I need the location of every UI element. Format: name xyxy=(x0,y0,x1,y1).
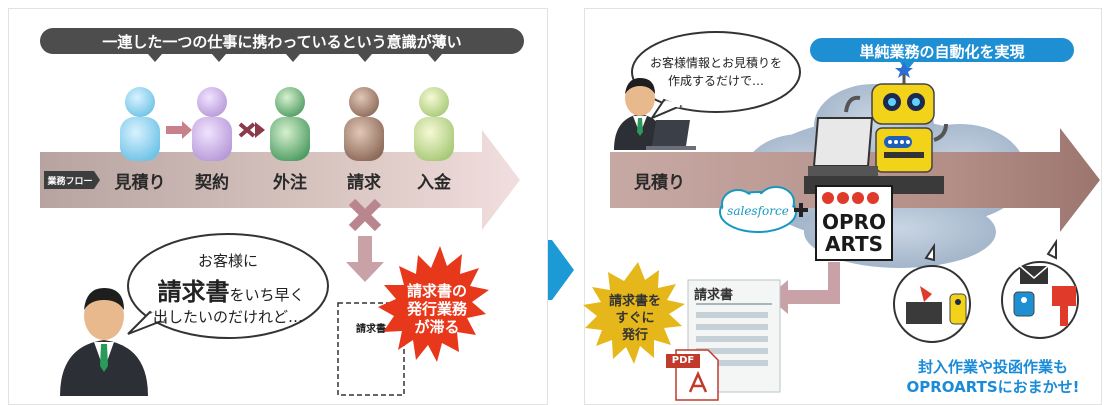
person-icon xyxy=(60,288,148,396)
awareness-banner xyxy=(40,28,524,62)
robot-icon xyxy=(844,62,948,173)
pdf-label: PDF xyxy=(671,355,695,366)
blocked-handoff-icon xyxy=(238,122,265,138)
down-arrow-icon xyxy=(346,236,384,282)
flow-label-tag xyxy=(44,171,100,189)
caption-line1: 封入作業や投函作業も xyxy=(917,358,1068,376)
speech-line2-rest: をいち早く xyxy=(229,286,305,304)
awareness-banner-text: 一連した一つの仕事に携わっているという意識が薄い xyxy=(102,33,462,51)
red-alert-burst xyxy=(378,246,489,362)
left-speech-line3: 出したいのだけれど… xyxy=(152,308,303,326)
left-speech-line2: 請求書をいち早く xyxy=(146,272,316,307)
right-speech-line1: お客様情報とお見積りを xyxy=(649,56,782,70)
handoff-arrow-icon xyxy=(166,121,192,139)
divider-chevron xyxy=(548,240,574,300)
right-speech-bubble xyxy=(631,31,801,121)
mailbox-icon xyxy=(1001,238,1079,339)
red-burst-line3: が滞る xyxy=(414,318,460,336)
figure-billing xyxy=(344,87,384,161)
left-speech-line1: お客様に xyxy=(197,252,258,270)
blocked-cross-icon xyxy=(348,198,382,232)
left-speech-bubble xyxy=(127,233,329,339)
envelope-icon xyxy=(1019,265,1049,284)
step-estimate: 見積り xyxy=(114,173,166,193)
flow-arrow-left xyxy=(40,130,520,230)
person-at-laptop-icon xyxy=(614,78,696,150)
step-billing: 請求 xyxy=(347,173,381,193)
step-payment: 入金 xyxy=(417,173,451,193)
oproarts-logo xyxy=(815,185,893,261)
oproarts-logo-line1: OPRO xyxy=(821,210,887,234)
gold-burst-line3: 発行 xyxy=(621,328,648,343)
figure-contract xyxy=(192,87,232,161)
right-step-estimate: 見積り xyxy=(634,173,685,193)
automation-banner-text: 単純業務の自動化を実現 xyxy=(859,43,1025,61)
red-burst-line2: 発行業務 xyxy=(406,300,467,318)
speech-emphasis-invoice: 請求書 xyxy=(157,278,230,306)
flow-label: 業務フロー xyxy=(47,177,93,187)
salesforce-logo xyxy=(719,186,797,233)
caption-line2: OPROARTSにおまかせ! xyxy=(906,378,1080,396)
invoice-title: 請求書 xyxy=(694,288,734,303)
step-contract: 契約 xyxy=(195,173,229,193)
pdf-icon xyxy=(666,349,719,401)
gold-burst-line1: 請求書を xyxy=(608,294,661,309)
salesforce-logo-text: salesforce xyxy=(727,204,789,218)
step-outsource: 外注 xyxy=(273,173,307,193)
return-arrow-icon xyxy=(768,262,840,314)
figure-estimate xyxy=(120,87,160,161)
figure-payment xyxy=(414,87,454,161)
gold-burst xyxy=(583,262,685,364)
figure-outsource xyxy=(270,87,310,161)
enclosure-illustration xyxy=(893,242,971,343)
gold-burst-line2: すぐに xyxy=(615,311,655,326)
red-burst-line1: 請求書の xyxy=(406,282,467,300)
unissued-invoice-label: 請求書 xyxy=(356,324,386,335)
right-speech-line2: 作成するだけで… xyxy=(667,74,764,88)
oproarts-logo-line2: ARTS xyxy=(824,232,884,256)
plus-icon xyxy=(794,203,808,217)
